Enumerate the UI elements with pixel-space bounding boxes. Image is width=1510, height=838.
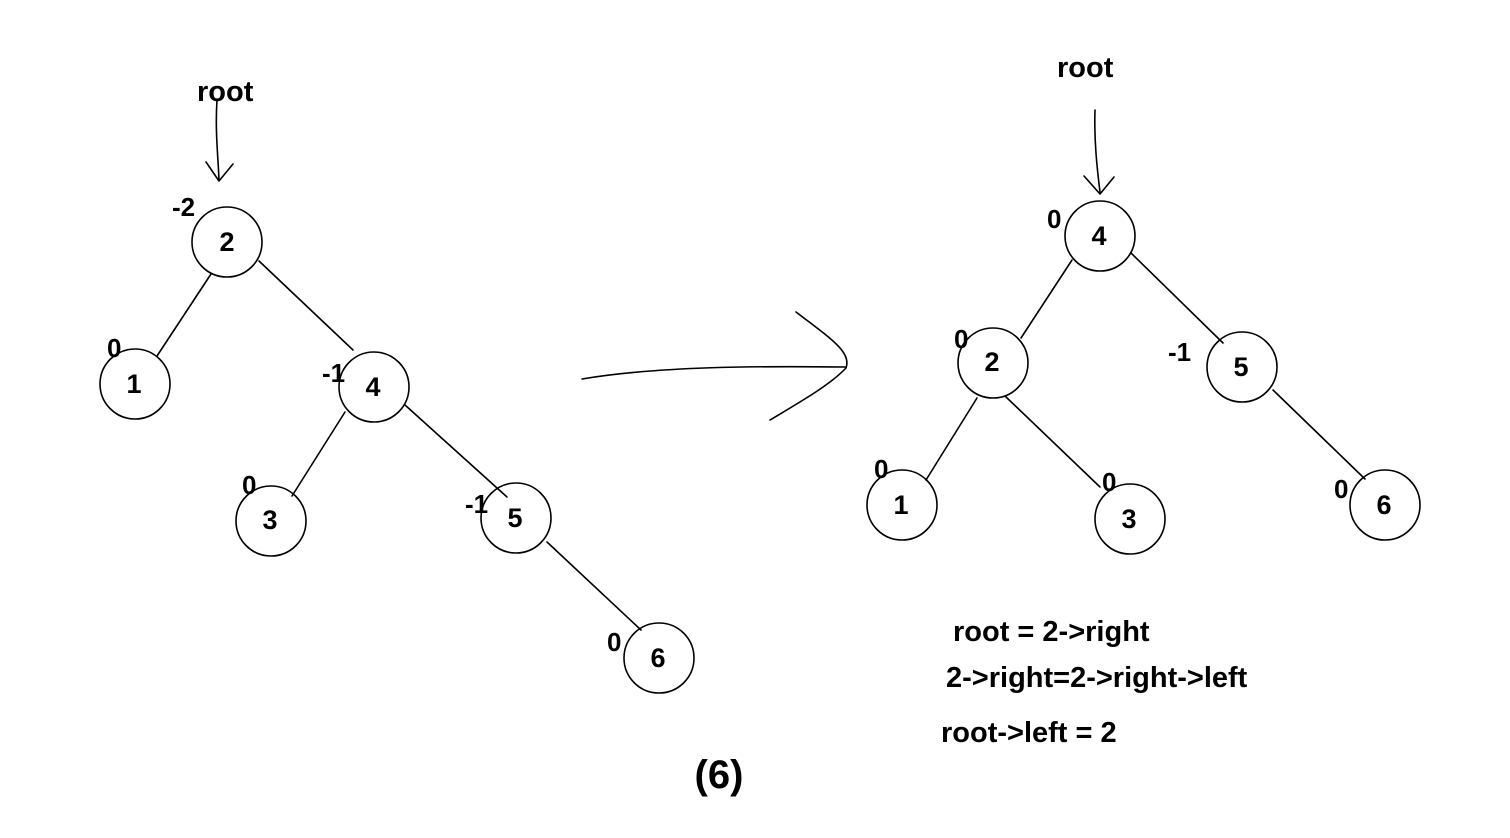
edge-a2-a3 bbox=[1004, 395, 1101, 488]
note-line: root->left = 2 bbox=[941, 717, 1117, 749]
node-circle bbox=[1206, 331, 1278, 403]
node-label: 5 bbox=[507, 503, 522, 533]
after-tree: root 4 0 2 0 5 -1 1 0 bbox=[866, 52, 1421, 555]
balance-factor: -1 bbox=[465, 489, 488, 519]
tree-node: 6 0 bbox=[607, 622, 695, 694]
tree-node: 3 0 bbox=[1094, 467, 1166, 555]
node-label: 3 bbox=[1121, 504, 1136, 534]
node-circle bbox=[1064, 200, 1136, 272]
balance-factor: 0 bbox=[107, 333, 121, 363]
balance-factor: 0 bbox=[1102, 467, 1116, 497]
before-root-label: root bbox=[197, 76, 254, 108]
node-circle bbox=[866, 469, 938, 541]
tree-node: 3 0 bbox=[235, 470, 307, 557]
tree-node: 2 0 bbox=[954, 324, 1029, 399]
tree-node: 5 -1 bbox=[1168, 331, 1278, 403]
node-label: 4 bbox=[1091, 221, 1106, 251]
node-label: 4 bbox=[365, 372, 380, 402]
note-line: root = 2->right bbox=[953, 616, 1150, 648]
tree-node: 1 0 bbox=[99, 333, 171, 420]
node-circle bbox=[1349, 469, 1421, 541]
edge-b5-b6 bbox=[546, 541, 642, 631]
tree-node: 1 0 bbox=[866, 454, 938, 541]
after-root-label: root bbox=[1057, 52, 1114, 84]
node-circle bbox=[191, 206, 263, 278]
node-circle bbox=[1094, 483, 1166, 555]
arrow-shaft bbox=[581, 365, 847, 380]
edge-a2-a1 bbox=[925, 397, 978, 481]
before-root-arrowhead bbox=[205, 161, 234, 182]
node-label: 2 bbox=[984, 347, 999, 377]
node-circle bbox=[623, 622, 695, 694]
note-line: 2->right=2->right->left bbox=[946, 662, 1248, 694]
node-label: 6 bbox=[1376, 490, 1391, 520]
balance-factor: 0 bbox=[1047, 204, 1061, 234]
edge-a4-a2 bbox=[1020, 259, 1073, 339]
figure-caption: (6) bbox=[695, 753, 744, 797]
tree-node: 5 -1 bbox=[465, 482, 552, 554]
balance-factor: 0 bbox=[607, 627, 621, 657]
tree-node: 6 0 bbox=[1334, 469, 1421, 541]
node-label: 1 bbox=[126, 369, 141, 399]
balance-factor: 0 bbox=[1334, 474, 1348, 504]
node-label: 3 bbox=[262, 505, 277, 535]
edge-a5-a6 bbox=[1272, 389, 1366, 480]
before-tree: root 2 -2 1 0 4 -1 3 0 bbox=[99, 76, 695, 694]
edge-a4-a5 bbox=[1130, 252, 1224, 344]
tree-node: 4 -1 bbox=[322, 351, 410, 423]
balance-factor: -1 bbox=[322, 358, 345, 388]
balance-factor: 0 bbox=[242, 470, 256, 500]
arrow-head bbox=[769, 311, 848, 421]
node-circle bbox=[235, 485, 307, 557]
transform-arrow bbox=[581, 311, 848, 421]
balance-factor: 0 bbox=[954, 324, 968, 354]
node-label: 5 bbox=[1233, 352, 1248, 382]
after-root-pointer bbox=[1094, 109, 1101, 193]
balance-factor: 0 bbox=[874, 454, 888, 484]
edge-b2-b4 bbox=[258, 260, 354, 351]
after-root-arrowhead bbox=[1083, 175, 1115, 195]
node-circle bbox=[957, 327, 1029, 399]
edge-b4-b3 bbox=[291, 411, 346, 497]
node-label: 2 bbox=[219, 227, 234, 257]
edge-b2-b1 bbox=[156, 273, 212, 357]
edge-b4-b5 bbox=[404, 404, 508, 498]
node-circle bbox=[99, 348, 171, 420]
balance-factor: -1 bbox=[1168, 337, 1191, 367]
rotation-notes: root = 2->right 2->right=2->right->left … bbox=[941, 616, 1248, 749]
node-circle bbox=[338, 351, 410, 423]
before-root-pointer bbox=[215, 99, 220, 181]
tree-node: 4 0 bbox=[1047, 200, 1136, 272]
node-circle bbox=[480, 482, 552, 554]
node-label: 6 bbox=[650, 643, 665, 673]
balance-factor: -2 bbox=[172, 192, 195, 222]
tree-node: 2 -2 bbox=[172, 192, 263, 278]
node-label: 1 bbox=[893, 490, 908, 520]
